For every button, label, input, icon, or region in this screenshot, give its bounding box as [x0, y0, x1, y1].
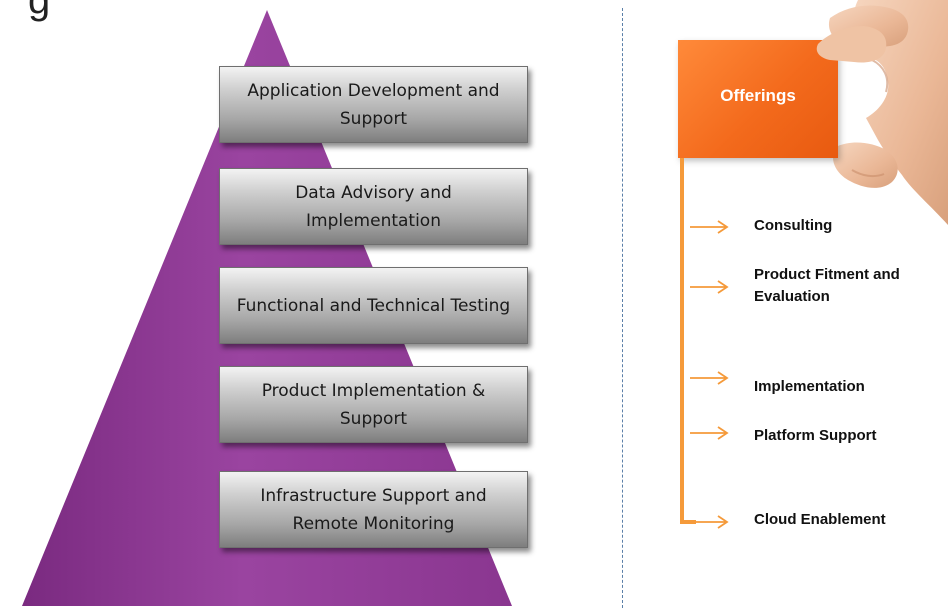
offerings-connector-foot: [680, 520, 696, 524]
arrow-right-icon: [690, 220, 729, 234]
finger-overlay-icon: [816, 26, 887, 63]
arrow-right-icon: [690, 280, 729, 294]
pyramid-layer-application-development: Application Development and Support: [219, 66, 528, 143]
pyramid-layer-functional-testing: Functional and Technical Testing: [219, 267, 528, 344]
pyramid-layer-data-advisory: Data Advisory and Implementation: [219, 168, 528, 245]
arrow-right-icon: [690, 371, 729, 385]
pyramid-layer-label: Data Advisory and Implementation: [295, 182, 452, 231]
pyramid-layer-label: Infrastructure Support and Remote Monito…: [260, 485, 487, 534]
pyramid-layer-label: Functional and Technical Testing: [236, 295, 511, 316]
offerings-card: Offerings: [678, 40, 838, 158]
offering-item-cloud-enablement: Cloud Enablement: [754, 511, 886, 528]
offering-item-consulting: Consulting: [754, 217, 833, 234]
offerings-title: Offerings: [720, 86, 796, 105]
pyramid-layer-label: Application Development and Support: [247, 80, 500, 129]
partial-heading: g: [28, 0, 51, 22]
pyramid-layer-label: Product Implementation & Support: [261, 380, 486, 429]
pyramid-layer-infrastructure-support: Infrastructure Support and Remote Monito…: [219, 471, 528, 548]
offerings-connector-line: [680, 158, 684, 524]
pyramid-layer-product-implementation: Product Implementation & Support: [219, 366, 528, 443]
offering-item-implementation: Implementation: [754, 378, 865, 395]
offering-item-platform-support: Platform Support: [754, 427, 877, 444]
arrow-right-icon: [690, 515, 729, 529]
dashed-divider: [622, 8, 623, 608]
offering-item-product-fitment: Product Fitment and Evaluation: [754, 266, 900, 305]
arrow-right-icon: [690, 426, 729, 440]
